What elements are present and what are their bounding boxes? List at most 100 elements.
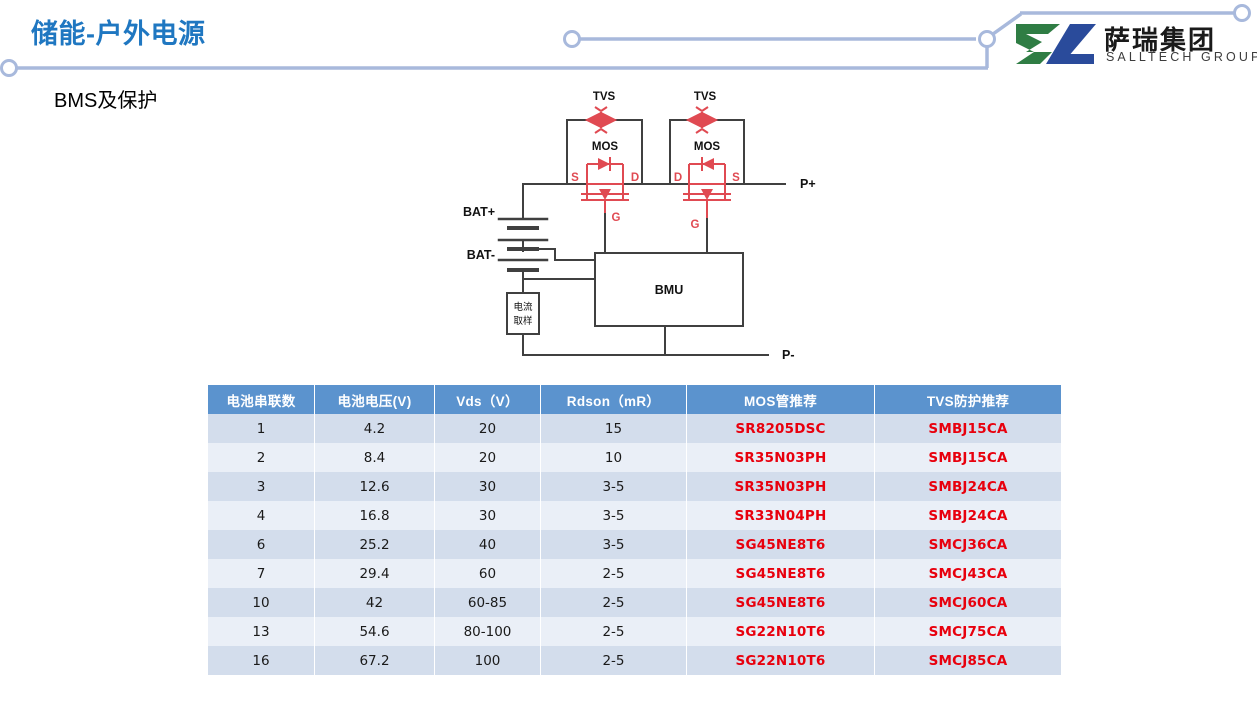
- table-cell: SMBJ15CA: [874, 414, 1061, 443]
- label-right-s: S: [732, 172, 740, 184]
- table-cell: 6: [208, 530, 315, 559]
- table-cell: 16: [208, 646, 315, 675]
- col-header-tvs: TVS防护推荐: [874, 385, 1061, 414]
- decor-diagonal: [991, 12, 1023, 36]
- table-header-row: 电池串联数 电池电压(V) Vds（V） Rdson（mR） MOS管推荐 TV…: [208, 385, 1061, 414]
- table-cell: 1: [208, 414, 315, 443]
- mos-tvs-recommendation-table: 电池串联数 电池电压(V) Vds（V） Rdson（mR） MOS管推荐 TV…: [208, 385, 1061, 675]
- mosfet-left-symbol: [581, 157, 629, 213]
- table-cell: 80-100: [434, 617, 541, 646]
- table-cell: 30: [434, 472, 541, 501]
- table-cell: 8.4: [314, 443, 435, 472]
- table-cell: SMCJ43CA: [874, 559, 1061, 588]
- logo-green-shape: [1016, 24, 1060, 64]
- table-cell: 10: [540, 443, 687, 472]
- table-cell: 20: [434, 414, 541, 443]
- label-tvs-left: TVS: [593, 91, 616, 103]
- company-logo: 萨瑞集团 SALLTECH GROUP: [1012, 20, 1257, 68]
- salltech-logo-icon: [1016, 24, 1096, 64]
- table-cell: 42: [314, 588, 435, 617]
- table-cell: 12.6: [314, 472, 435, 501]
- table-cell: SR35N03PH: [686, 443, 875, 472]
- current-shunt-box: [506, 292, 540, 335]
- label-left-d: D: [631, 172, 639, 184]
- table-cell: SG22N10T6: [686, 617, 875, 646]
- col-header-mos: MOS管推荐: [686, 385, 875, 414]
- decor-node-top-right: [1233, 4, 1251, 22]
- table-cell: 4.2: [314, 414, 435, 443]
- label-bat-minus: BAT-: [467, 248, 495, 262]
- label-shunt-line1: 电流: [513, 301, 533, 313]
- label-right-d: D: [674, 172, 682, 184]
- bmu-box: [594, 252, 744, 327]
- table-cell: SMBJ24CA: [874, 472, 1061, 501]
- page-title: 储能-户外电源: [31, 19, 206, 49]
- tvs-left-symbol: [584, 106, 618, 134]
- table-cell: 15: [540, 414, 687, 443]
- table-cell: 29.4: [314, 559, 435, 588]
- label-left-g: G: [612, 212, 621, 224]
- table-cell: 30: [434, 501, 541, 530]
- table-cell: 3-5: [540, 501, 687, 530]
- label-p-minus: P-: [782, 348, 795, 362]
- battery-symbol: [497, 217, 549, 272]
- label-mos-right: MOS: [694, 141, 721, 153]
- table-cell: SR33N04PH: [686, 501, 875, 530]
- decor-node-mid: [563, 30, 581, 48]
- section-subtitle: BMS及保护: [54, 90, 158, 112]
- table-cell: 60-85: [434, 588, 541, 617]
- tvs-right-symbol: [685, 106, 719, 134]
- label-bmu: BMU: [655, 283, 683, 297]
- table-cell: 4: [208, 501, 315, 530]
- mosfet-right-symbol: [683, 157, 731, 218]
- table-cell: SMCJ85CA: [874, 646, 1061, 675]
- table-cell: 20: [434, 443, 541, 472]
- table-cell: 40: [434, 530, 541, 559]
- col-header-vds: Vds（V）: [434, 385, 541, 414]
- logo-blue-foot: [1052, 54, 1094, 64]
- table-cell: SMCJ36CA: [874, 530, 1061, 559]
- table-cell: 3-5: [540, 530, 687, 559]
- table-cell: 67.2: [314, 646, 435, 675]
- table-cell: SMBJ15CA: [874, 443, 1061, 472]
- table-cell: 60: [434, 559, 541, 588]
- table-cell: 2-5: [540, 617, 687, 646]
- label-mos-left: MOS: [592, 141, 619, 153]
- table-cell: 2-5: [540, 588, 687, 617]
- table-cell: SR8205DSC: [686, 414, 875, 443]
- table-cell: SMCJ75CA: [874, 617, 1061, 646]
- table-cell: 2: [208, 443, 315, 472]
- logo-text-en: SALLTECH GROUP: [1106, 50, 1257, 64]
- table-cell: SR35N03PH: [686, 472, 875, 501]
- table-cell: 100: [434, 646, 541, 675]
- table-cell: 54.6: [314, 617, 435, 646]
- table-cell: SMBJ24CA: [874, 501, 1061, 530]
- table-cell: 10: [208, 588, 315, 617]
- logo-blue-shape: [1046, 24, 1096, 64]
- table-cell: 7: [208, 559, 315, 588]
- decor-node-right-mid: [978, 30, 996, 48]
- table-cell: 2-5: [540, 559, 687, 588]
- table-cell: 13: [208, 617, 315, 646]
- table-cell: SG22N10T6: [686, 646, 875, 675]
- label-shunt-line2: 取样: [513, 315, 532, 327]
- decor-node-left: [0, 59, 18, 77]
- table-cell: 3: [208, 472, 315, 501]
- table-cell: SMCJ60CA: [874, 588, 1061, 617]
- table-cell: 16.8: [314, 501, 435, 530]
- label-bat-plus: BAT+: [463, 205, 495, 219]
- col-header-voltage: 电池电压(V): [314, 385, 435, 414]
- col-header-rdson: Rdson（mR）: [540, 385, 687, 414]
- header-decoration: [0, 4, 1251, 77]
- logo-text-cn: 萨瑞集团: [1104, 26, 1217, 56]
- table-cell: 2-5: [540, 646, 687, 675]
- label-right-g: G: [691, 219, 700, 231]
